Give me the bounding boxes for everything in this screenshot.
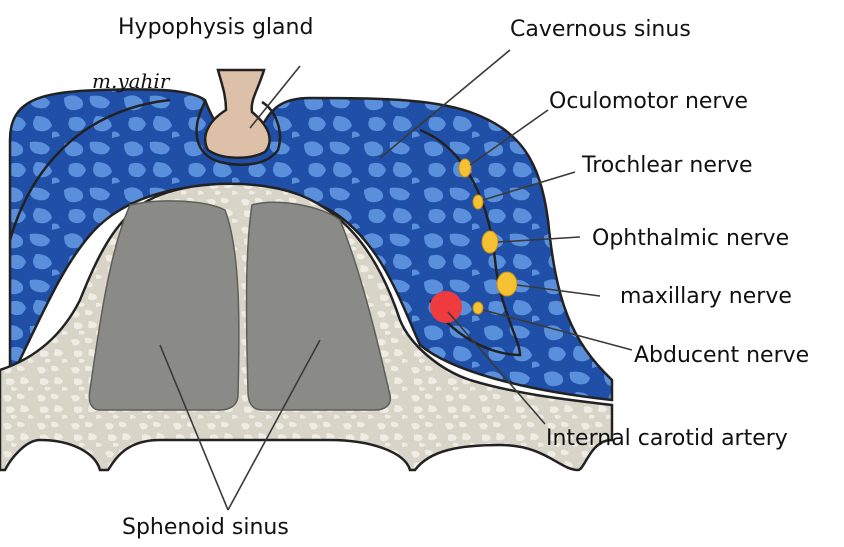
label-internal-carotid-artery: Internal carotid artery	[546, 426, 788, 451]
label-ophthalmic-nerve: Ophthalmic nerve	[592, 226, 789, 251]
label-oculomotor-nerve: Oculomotor nerve	[549, 89, 748, 114]
artist-signature: m.yahir	[92, 69, 171, 93]
label-abducent-nerve: Abducent nerve	[634, 343, 809, 368]
label-sphenoid-sinus: Sphenoid sinus	[122, 515, 289, 540]
maxillary-nerve	[497, 272, 517, 296]
ophthalmic-nerve	[482, 231, 498, 253]
label-cavernous-sinus: Cavernous sinus	[510, 17, 691, 42]
oculomotor-nerve	[459, 159, 471, 177]
label-maxillary-nerve: maxillary nerve	[620, 284, 792, 309]
hypophysis-gland	[205, 70, 269, 158]
internal-carotid-artery	[430, 291, 462, 323]
label-hypophysis-gland: Hypophysis gland	[118, 15, 313, 40]
trochlear-nerve	[473, 195, 483, 209]
sphenoid-sinus-left	[89, 201, 239, 410]
abducent-nerve	[473, 302, 483, 314]
label-trochlear-nerve: Trochlear nerve	[581, 153, 753, 178]
